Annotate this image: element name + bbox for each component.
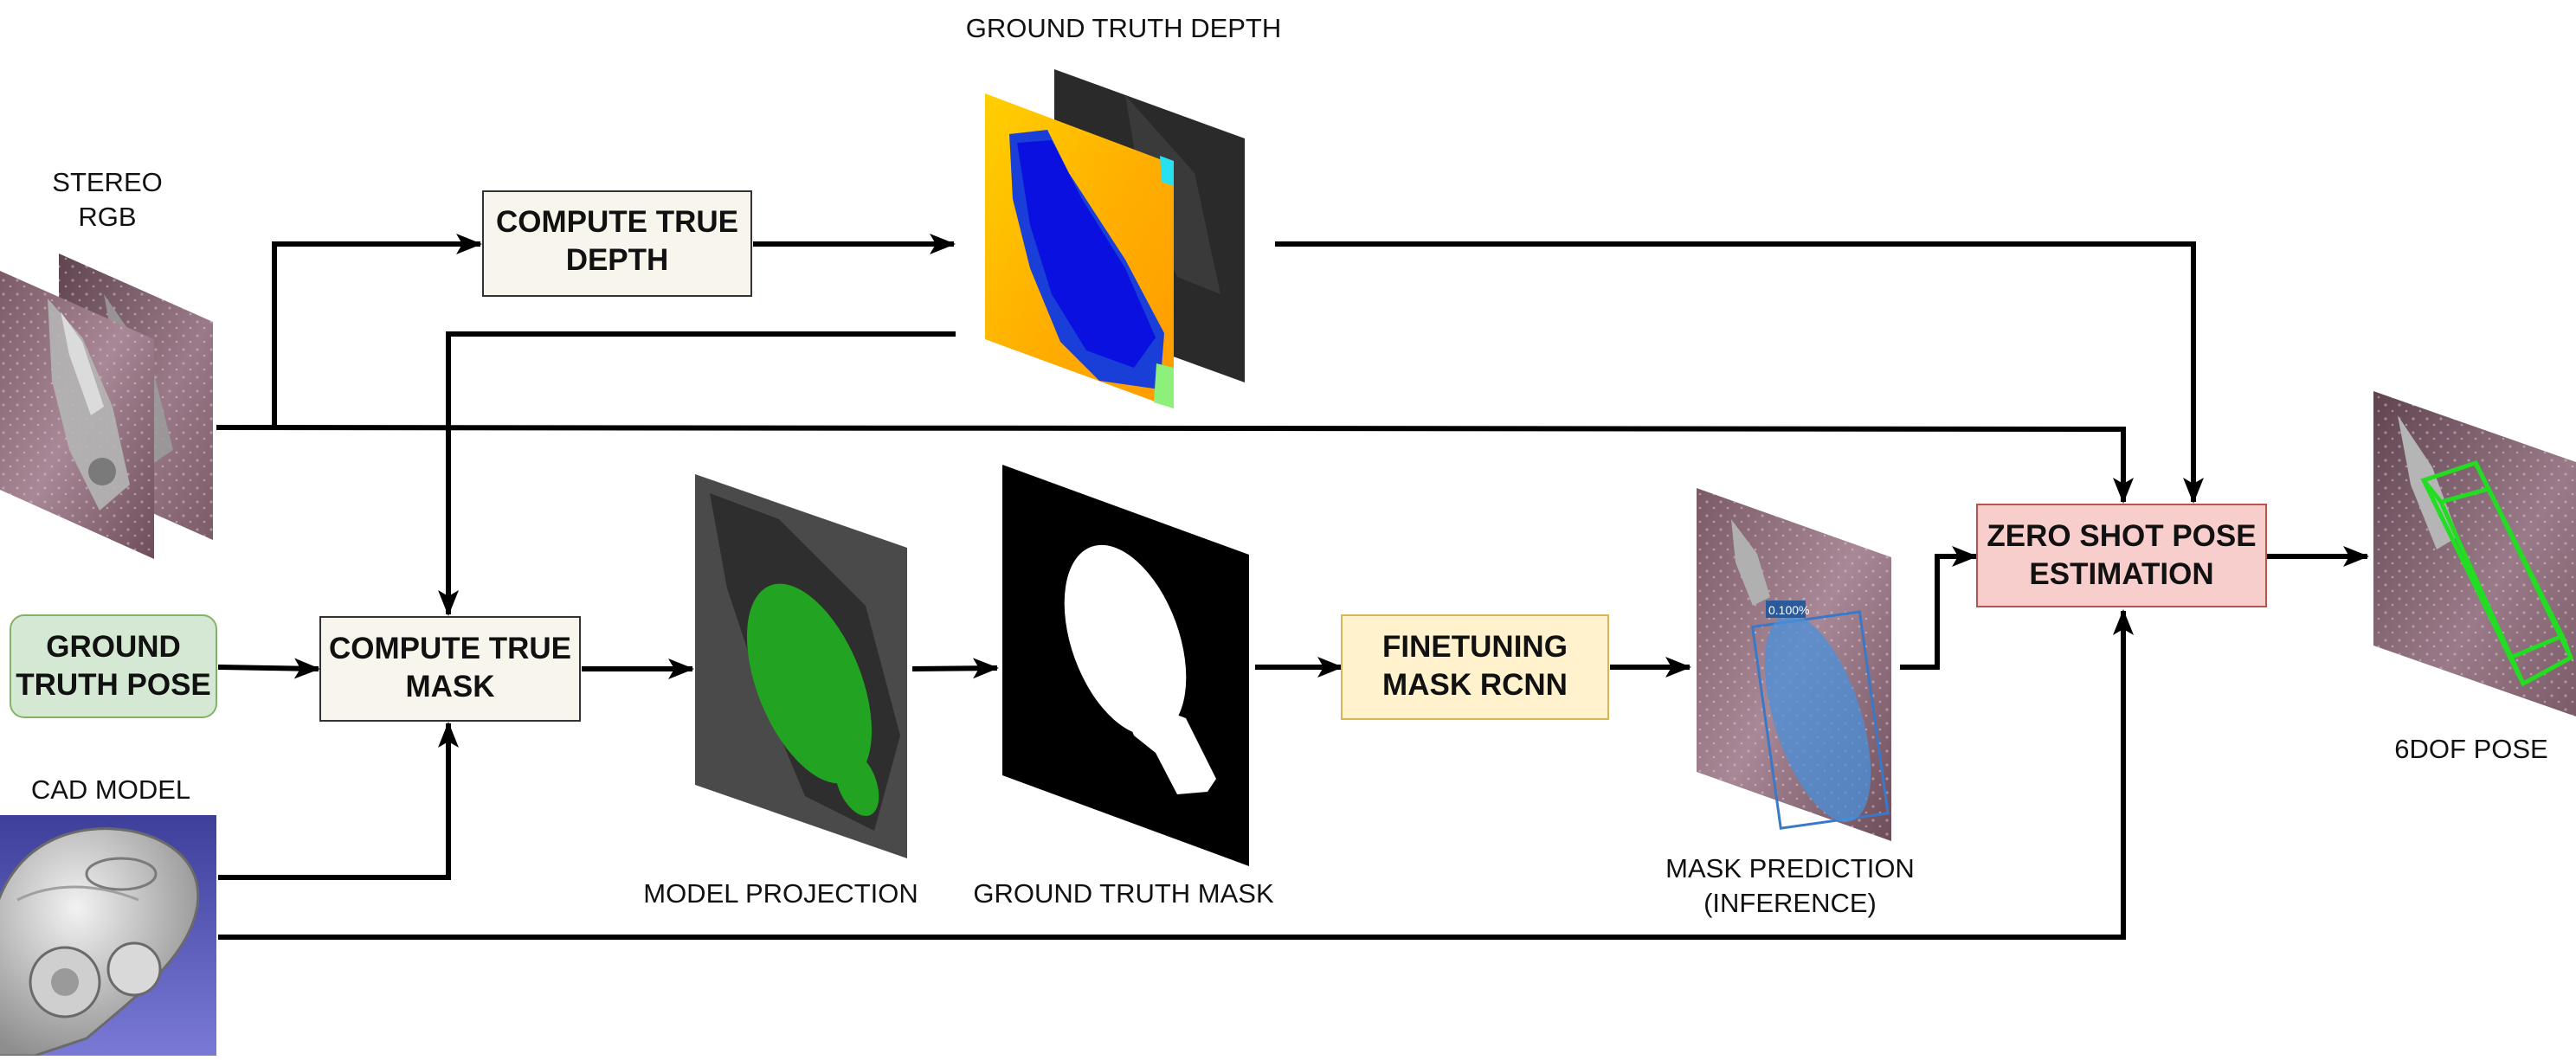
arrow-stereo-to-depth [272,234,482,427]
stereo-rgb-image [0,254,213,559]
stereo-label-line2: RGB [78,202,136,232]
ground-truth-depth-label: GROUND TRUTH DEPTH [966,13,1282,43]
compute-true-mask-box: COMPUTE TRUE MASK [319,616,581,722]
zero-shot-line2: ESTIMATION [2029,557,2213,591]
zero-shot-line1: ZERO SHOT POSE [1987,519,2256,553]
arrow-cad-to-mask-box [218,722,459,880]
mask-score-label: 0.100% [1768,603,1809,617]
arrow-depth-to-mask-box [438,331,956,616]
compute-true-depth-line2: DEPTH [566,243,669,277]
arrow-depth-to-zero-shot [1275,241,2204,504]
connector-arrows [216,234,2369,940]
ground-truth-pose-line1: GROUND [46,630,181,664]
ground-truth-mask-label: GROUND TRUTH MASK [973,878,1274,909]
arrow-stereo-to-zero-shot [216,425,2134,504]
model-projection-label: MODEL PROJECTION [643,878,918,909]
6dof-pose-label: 6DOF POSE [2394,734,2547,764]
ground-truth-pose-box: GROUND TRUTH POSE [10,614,217,718]
model-projection-image [695,474,907,858]
compute-true-mask-line1: COMPUTE TRUE [329,632,571,665]
finetuning-line2: MASK RCNN [1382,668,1568,702]
arrow-cad-to-zero-shot [218,609,2134,940]
cad-model-image [0,815,216,1057]
stereo-label-line1: STEREO [52,167,162,197]
compute-true-mask-line2: MASK [405,670,494,703]
compute-true-depth-line1: COMPUTE TRUE [496,205,738,239]
mask-prediction-image: 0.100% [1697,488,1891,841]
finetuning-mask-rcnn-box: FINETUNING MASK RCNN [1341,614,1609,720]
6dof-pose-image [2373,391,2576,716]
mask-prediction-label-line1: MASK PREDICTION [1665,853,1915,883]
ground-truth-pose-line2: TRUTH POSE [16,668,211,702]
cad-model-label: CAD MODEL [31,774,190,805]
arrow-pose-to-mask-box [217,658,320,679]
arrow-prediction-to-zero-shot [1900,546,1978,670]
ground-truth-mask-image [1002,465,1249,866]
compute-true-depth-box: COMPUTE TRUE DEPTH [482,190,752,297]
mask-prediction-label-line2: (INFERENCE) [1703,888,1877,918]
ground-truth-depth-image [985,69,1245,408]
finetuning-line1: FINETUNING [1382,630,1568,664]
zero-shot-pose-estimation-box: ZERO SHOT POSE ESTIMATION [1976,504,2267,607]
arrow-projection-to-gt-mask [911,658,999,679]
